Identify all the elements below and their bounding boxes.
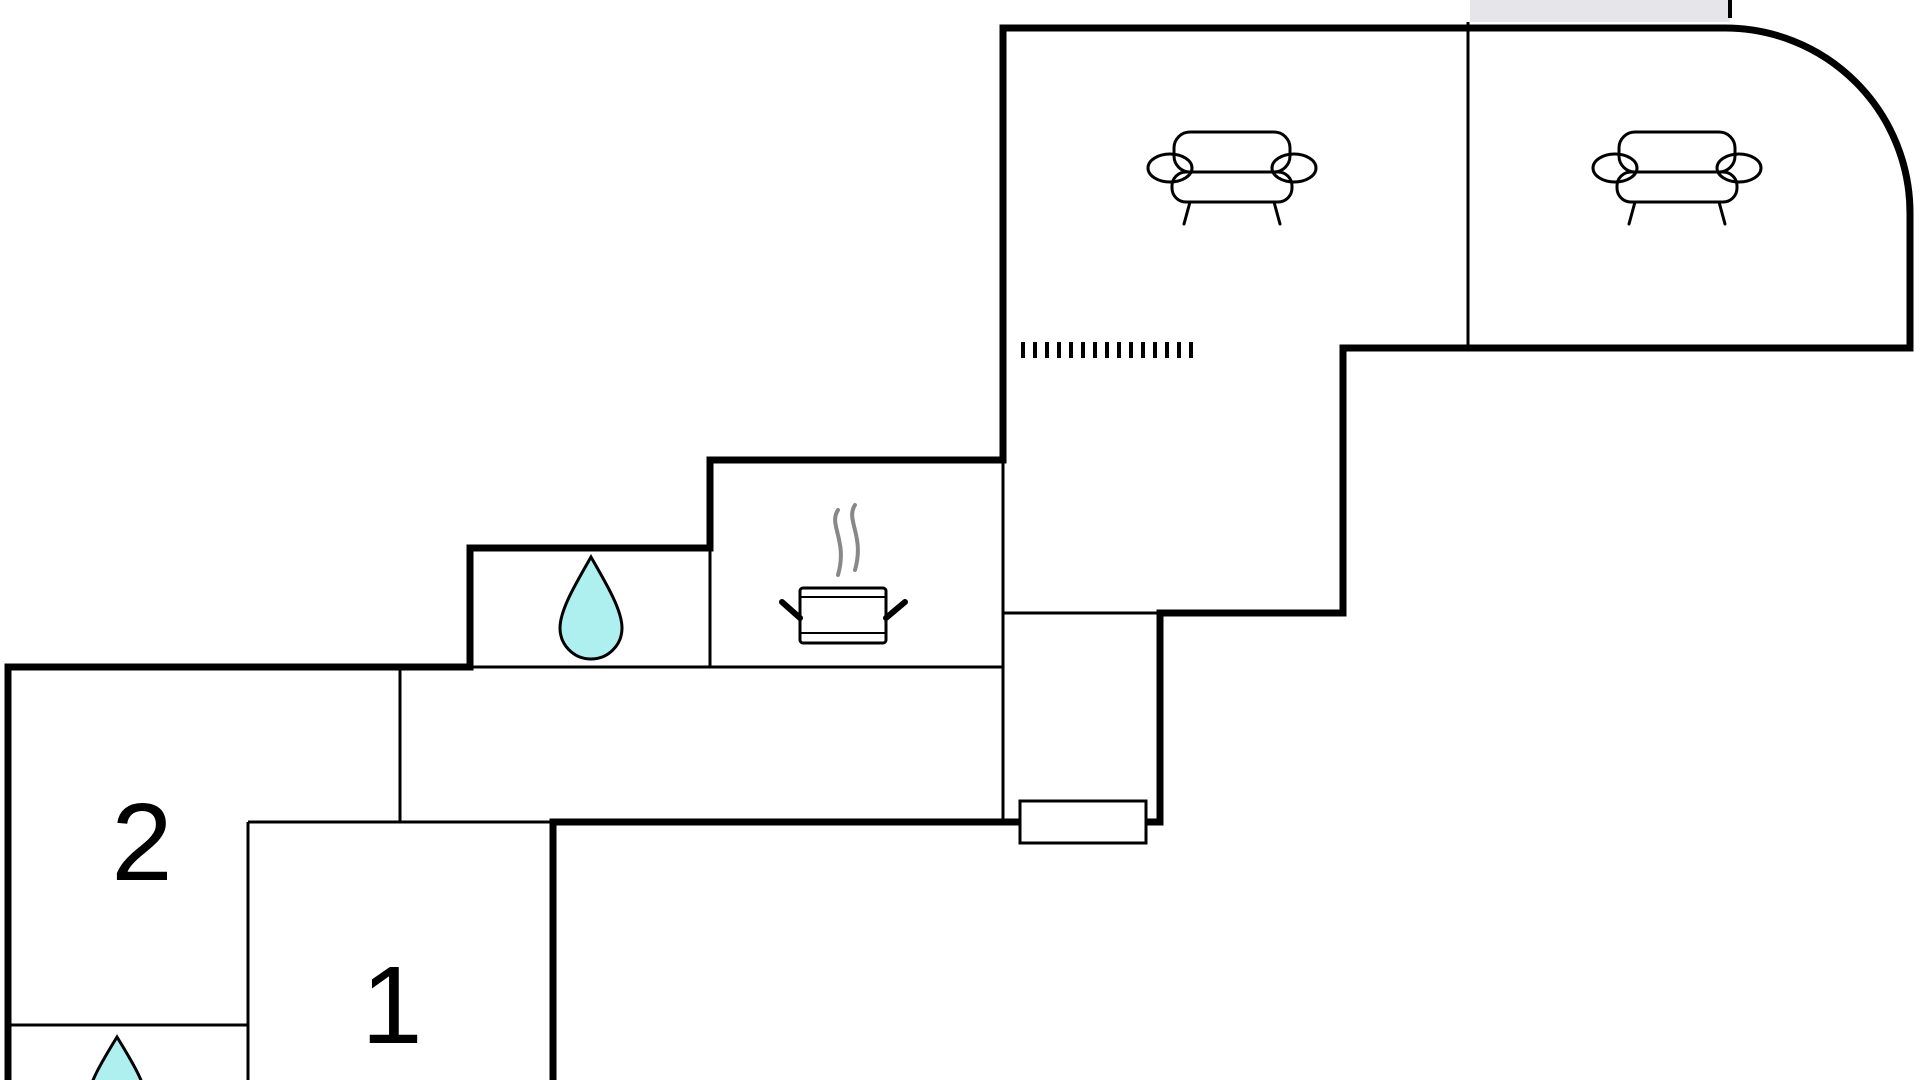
cooking-pot-icon: [779, 503, 908, 645]
sofa-icon: [1591, 130, 1763, 226]
top-opening: [1470, 0, 1730, 22]
sofa-icon: [1146, 130, 1318, 226]
radiator-icon: [1018, 799, 1148, 845]
room-label-1: 1: [361, 944, 422, 1067]
water-drop-icon: [91, 1034, 143, 1080]
inner-walls: [8, 22, 1470, 1080]
water-drop-icon: [558, 553, 624, 661]
room-label-2: 2: [111, 781, 172, 904]
outer-wall: [4, 24, 1914, 1080]
